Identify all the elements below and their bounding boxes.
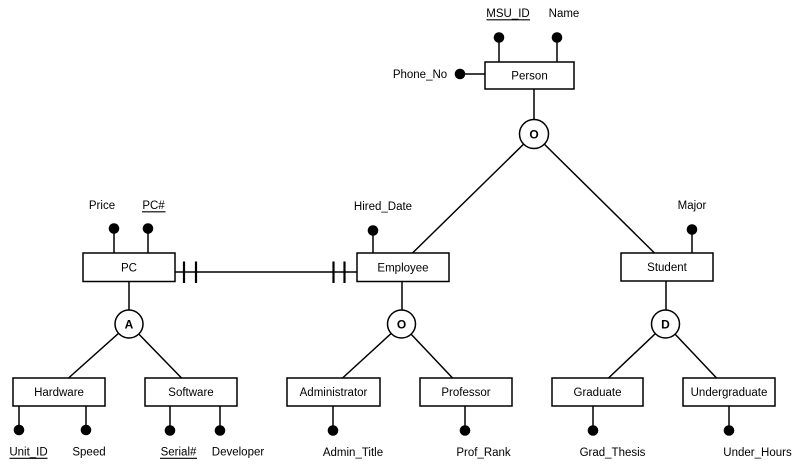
attribute-dot <box>164 425 176 436</box>
attribute-label: Name <box>549 8 580 20</box>
entity-label: Graduate <box>574 387 622 399</box>
entity-box <box>484 61 575 90</box>
entity-label: Software <box>168 387 213 399</box>
entity-pc: PC <box>82 252 176 283</box>
attribute-dot <box>454 68 466 80</box>
entity-person: Person <box>484 61 575 90</box>
entity-label: Person <box>511 71 547 83</box>
attribute-grad-thesis: Grad_Thesis <box>580 406 646 459</box>
entity-undergraduate: Undergraduate <box>682 377 776 407</box>
entity-label: PC <box>121 263 137 275</box>
entity-professor: Professor <box>419 377 513 407</box>
attribute-label: Under_Hours <box>723 447 792 459</box>
entity-label: Administrator <box>300 387 368 399</box>
attribute-speed: Speed <box>72 406 106 459</box>
entity-label: Undergraduate <box>691 387 768 399</box>
attribute-under-hours: Under_Hours <box>723 406 792 459</box>
attribute-price: Price <box>89 200 120 253</box>
entity-student: Student <box>620 252 714 282</box>
attribute-label: PC# <box>142 200 165 212</box>
attribute-label: Phone_No <box>393 69 447 81</box>
attribute-major: Major <box>678 200 707 253</box>
entity-box <box>286 377 381 407</box>
attribute-label: MSU_ID <box>486 8 529 20</box>
category-letter: D <box>661 318 670 332</box>
attribute-dot <box>367 225 379 236</box>
category-letter: O <box>529 128 538 142</box>
category-circle <box>650 309 681 339</box>
attribute-label: Hired_Date <box>354 201 412 213</box>
entity-label: Hardware <box>34 387 84 399</box>
attribute-dot <box>108 223 120 234</box>
category-circle <box>518 118 550 150</box>
attribute-hired-date: Hired_Date <box>354 201 412 253</box>
category-letter: O <box>397 318 406 332</box>
attribute-label: Grad_Thesis <box>580 447 646 459</box>
attribute-dot <box>13 424 25 436</box>
student-disjoint-circle: D <box>650 309 681 339</box>
entity-software: Software <box>144 377 238 407</box>
entity-box <box>144 377 238 407</box>
attribute-label: Developer <box>212 447 265 459</box>
attribute-label: Admin_Title <box>323 447 383 459</box>
attribute-unit-id: Unit_ID <box>9 406 48 459</box>
attribute-dot <box>142 223 154 234</box>
entity-label: Employee <box>377 263 428 275</box>
attribute-developer: Developer <box>212 406 265 459</box>
attribute-dot <box>80 424 92 436</box>
entity-box <box>620 252 714 282</box>
entity-box <box>419 377 513 407</box>
attribute-dot <box>587 425 599 436</box>
attribute-label: Major <box>678 200 707 212</box>
attribute-dot <box>723 425 735 436</box>
pc-aggregate-circle: A <box>114 309 144 339</box>
entity-label: Student <box>647 262 687 274</box>
attribute-dot <box>459 425 471 436</box>
attribute-dot <box>493 32 505 43</box>
attribute-name: Name <box>549 8 580 62</box>
entity-graduate: Graduate <box>551 377 644 407</box>
attribute-phone-no: Phone_No <box>393 68 485 81</box>
employee-overlap-circle: O <box>386 309 417 339</box>
entity-employee: Employee <box>356 252 450 283</box>
attribute-dot <box>686 224 698 235</box>
attribute-prof-rank: Prof_Rank <box>456 406 511 459</box>
entity-administrator: Administrator <box>286 377 381 407</box>
attribute-label: Price <box>89 200 115 212</box>
attribute-label: Unit_ID <box>9 447 47 459</box>
entity-box <box>12 377 106 407</box>
attribute-label: Prof_Rank <box>456 447 511 459</box>
entity-hardware: Hardware <box>12 377 106 407</box>
entity-box <box>356 252 450 283</box>
category-letter: A <box>125 318 134 332</box>
entity-box <box>82 252 176 283</box>
attribute-dot <box>551 32 563 43</box>
overlap-to-employee-line <box>411 133 535 255</box>
person-overlap-circle: O <box>518 118 550 150</box>
entity-label: Professor <box>441 387 490 399</box>
attribute-dot <box>214 425 226 436</box>
attribute-label: Speed <box>72 447 105 459</box>
entity-box <box>551 377 644 407</box>
attribute-pc-number: PC# <box>142 200 166 253</box>
overlap-to-student-line <box>533 133 656 255</box>
attribute-admin-title: Admin_Title <box>323 406 383 459</box>
category-circle <box>386 309 417 339</box>
attribute-dot <box>327 425 339 436</box>
category-circle <box>114 309 144 339</box>
attribute-msu-id: MSU_ID <box>486 8 530 62</box>
attribute-serial-number: Serial# <box>160 406 197 459</box>
attribute-label: Serial# <box>161 447 197 459</box>
